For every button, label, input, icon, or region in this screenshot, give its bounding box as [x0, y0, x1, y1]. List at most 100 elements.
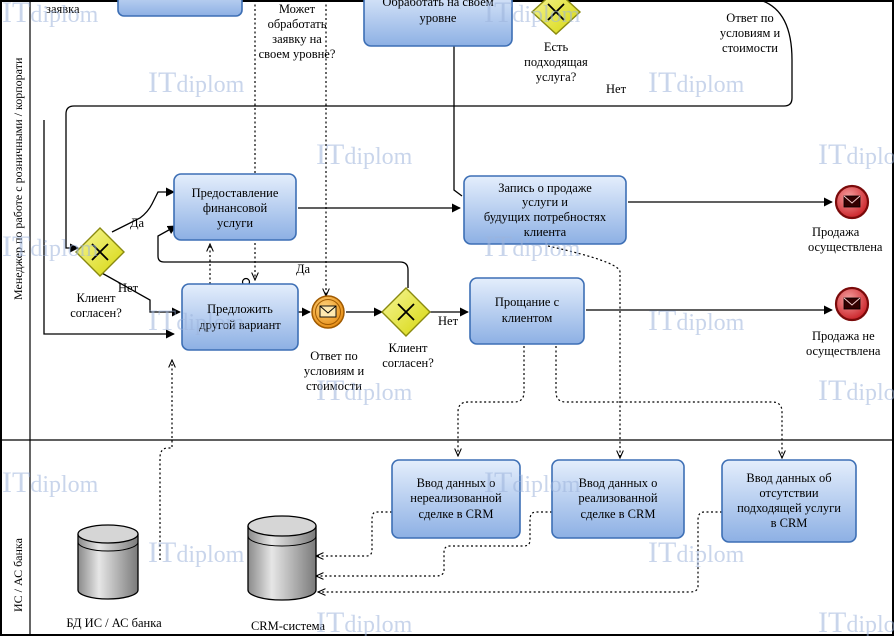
svg-text:подходящая: подходящая	[524, 55, 588, 69]
lane-label-manager: Менеджер по работе с розничными / корпор…	[11, 57, 25, 300]
watermark-text: ITdiplom	[148, 304, 245, 337]
svg-text:Предложить: Предложить	[207, 302, 273, 316]
task-offer-other[interactable]: Предложить другой вариант	[181, 283, 299, 351]
task-record-sale[interactable]: Запись о продаже услуги и будущих потреб…	[463, 175, 627, 245]
svg-text:обработать: обработать	[268, 17, 327, 31]
watermark-text: ITdiplom	[648, 304, 745, 337]
datastore-crm-label: CRM-система	[251, 619, 326, 633]
event-answer-top-label: Ответ по условиям и стоимости	[720, 11, 781, 55]
task-provide-service[interactable]: Предоставление финансовой услуги	[173, 173, 297, 241]
svg-text:Прощание с: Прощание с	[495, 295, 560, 309]
gateway-client-agree-1-label: Клиент согласен?	[70, 291, 122, 320]
task-farewell[interactable]: Прощание с клиентом	[469, 277, 585, 345]
svg-text:Ответ по: Ответ по	[726, 11, 773, 25]
flow-label-no-1: Нет	[118, 281, 139, 295]
svg-text:Ввод данных о: Ввод данных о	[579, 476, 658, 490]
task-top-partial-label: заявка	[46, 2, 80, 16]
watermark-text: ITdiplom	[648, 66, 745, 99]
watermark-text: ITdiplom	[818, 138, 894, 171]
svg-text:Предоставление: Предоставление	[192, 186, 279, 200]
watermark-text: ITdiplom	[484, 466, 581, 499]
svg-text:Есть: Есть	[544, 40, 569, 54]
svg-text:заявку на: заявку на	[272, 32, 322, 46]
svg-text:Продажа не: Продажа не	[812, 329, 875, 343]
gateway-client-agree-2[interactable]	[381, 287, 431, 337]
end-event-sale-not-done[interactable]	[834, 286, 870, 322]
svg-text:отсутствии: отсутствии	[759, 486, 819, 500]
task-process-own-level[interactable]: Обработать на своем уровне	[363, 0, 513, 47]
svg-text:другой вариант: другой вариант	[199, 318, 281, 332]
sequence-flows	[43, 0, 833, 339]
datastore-bank-db[interactable]	[77, 524, 139, 600]
svg-text:стоимости: стоимости	[306, 379, 362, 393]
svg-text:Обработать на своем: Обработать на своем	[382, 0, 493, 9]
flow-label-yes-2: Да	[296, 262, 311, 276]
svg-text:будущих потребностях: будущих потребностях	[484, 210, 607, 224]
end-event-sale-done[interactable]	[834, 184, 870, 220]
task-input-realized[interactable]: Ввод данных о реализованной сделке в CRM	[551, 459, 685, 539]
flow-label-no-2: Нет	[438, 314, 459, 328]
message-event[interactable]	[311, 295, 345, 329]
svg-text:Клиент: Клиент	[77, 291, 117, 305]
watermark-text: ITdiplom	[648, 536, 745, 569]
watermark-text: ITdiplom	[818, 374, 894, 407]
svg-text:Ответ по: Ответ по	[310, 349, 357, 363]
watermark-text: ITdiplom	[316, 374, 413, 407]
svg-text:осуществлена: осуществлена	[806, 344, 881, 358]
end-event-sale-done-label: Продажа осуществлена	[808, 225, 883, 254]
watermark-text: ITdiplom	[484, 0, 581, 29]
datastore-crm[interactable]	[247, 515, 317, 601]
svg-text:в CRM: в CRM	[771, 516, 808, 530]
svg-text:условиям и: условиям и	[720, 26, 781, 40]
gateway-can-process-label: Может обработать заявку на своем уровне?	[259, 2, 336, 61]
svg-text:Клиент: Клиент	[389, 341, 429, 355]
svg-text:услуга?: услуга?	[536, 70, 577, 84]
association-flows	[159, 0, 782, 592]
gateway-has-service-label: Есть подходящая услуга?	[524, 40, 588, 84]
svg-text:услуги и: услуги и	[522, 195, 568, 209]
datastore-bank-db-label: БД ИС / АС банка	[66, 616, 162, 630]
flow-label-no-top: Нет	[606, 82, 627, 96]
watermark-text: ITdiplom	[316, 138, 413, 171]
svg-text:условиям и: условиям и	[304, 364, 365, 378]
gateway-client-agree-1[interactable]	[75, 227, 125, 277]
task-input-unrealized[interactable]: Ввод данных о нереализованной сделке в C…	[391, 459, 521, 539]
event-answer-mid-label: Ответ по условиям и стоимости	[304, 349, 365, 393]
svg-text:Может: Может	[279, 2, 316, 16]
watermark-text: ITdiplom	[316, 606, 413, 636]
svg-text:финансовой: финансовой	[203, 201, 268, 215]
svg-text:сделке в CRM: сделке в CRM	[581, 507, 656, 521]
task-input-absence[interactable]: Ввод данных об отсутствии подходящей усл…	[721, 459, 857, 543]
watermark-text: ITdiplom	[484, 230, 581, 263]
svg-text:услуги: услуги	[217, 216, 253, 230]
watermark-text: ITdiplom	[148, 66, 245, 99]
svg-text:Ввод данных о: Ввод данных о	[417, 476, 496, 490]
watermark-text: ITdiplom	[2, 0, 99, 29]
end-event-sale-not-done-label: Продажа не осуществлена	[806, 329, 881, 358]
svg-text:Продажа: Продажа	[812, 225, 860, 239]
lane-label-system: ИС / АС банка	[11, 537, 25, 612]
svg-text:уровне: уровне	[420, 11, 457, 25]
svg-text:нереализованной: нереализованной	[410, 491, 502, 505]
watermark-text: ITdiplom	[2, 230, 99, 263]
svg-text:подходящей услуги: подходящей услуги	[737, 501, 841, 515]
watermark-text: ITdiplom	[148, 536, 245, 569]
svg-text:стоимости: стоимости	[722, 41, 778, 55]
watermark-text: ITdiplom	[2, 466, 99, 499]
svg-text:реализованной: реализованной	[578, 491, 658, 505]
task-top-partial[interactable]	[117, 0, 243, 17]
svg-text:согласен?: согласен?	[382, 356, 434, 370]
gateway-client-agree-2-label: Клиент согласен?	[382, 341, 434, 370]
svg-text:клиента: клиента	[524, 225, 567, 239]
svg-text:клиентом: клиентом	[502, 311, 553, 325]
svg-text:осуществлена: осуществлена	[808, 240, 883, 254]
flow-label-yes-1: Да	[130, 216, 145, 230]
svg-text:Запись о продаже: Запись о продаже	[498, 181, 592, 195]
svg-text:сделке в CRM: сделке в CRM	[419, 507, 494, 521]
watermark-text: ITdiplom	[818, 606, 894, 636]
gateway-has-service[interactable]	[530, 0, 582, 35]
svg-text:своем уровне?: своем уровне?	[259, 47, 336, 61]
svg-text:Ввод данных об: Ввод данных об	[746, 471, 831, 485]
